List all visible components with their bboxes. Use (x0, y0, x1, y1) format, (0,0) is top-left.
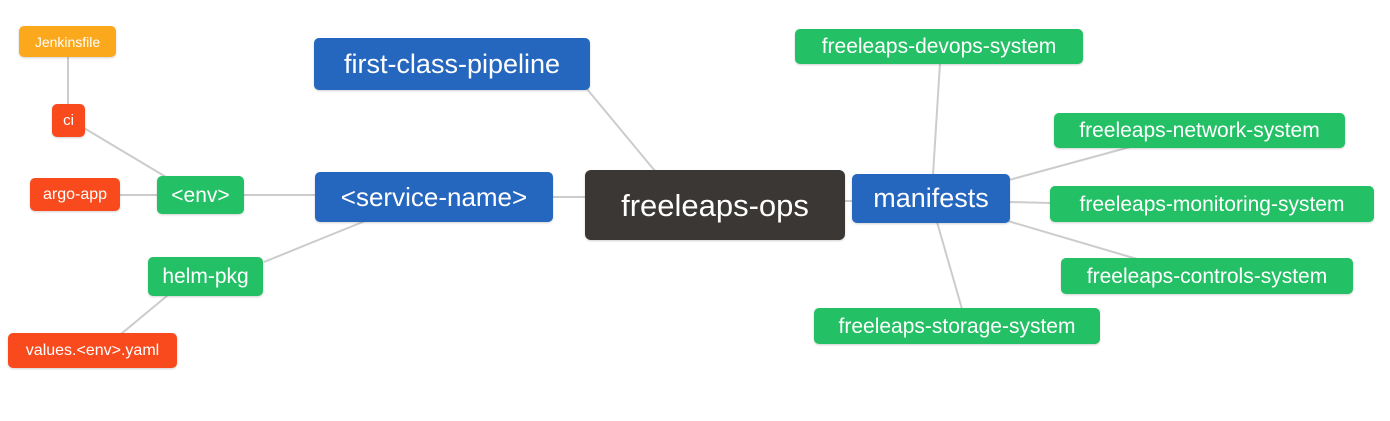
node-devops-system[interactable]: freeleaps-devops-system (795, 29, 1083, 64)
edge-helmpkg-values (120, 294, 169, 335)
node-jenkinsfile[interactable]: Jenkinsfile (19, 26, 116, 57)
edge-manifests-devops (932, 62, 941, 176)
node-service-name[interactable]: <service-name> (315, 172, 553, 222)
node-argo-app[interactable]: argo-app (30, 178, 120, 211)
node-freeleaps-ops[interactable]: freeleaps-ops (585, 170, 845, 240)
node-storage-system[interactable]: freeleaps-storage-system (814, 308, 1100, 344)
node-controls-system[interactable]: freeleaps-controls-system (1061, 258, 1353, 294)
node-ci[interactable]: ci (52, 104, 85, 137)
node-first-class-pipeline[interactable]: first-class-pipeline (314, 38, 590, 90)
node-values-env-yaml[interactable]: values.<env>.yaml (8, 333, 177, 368)
node-env[interactable]: <env> (157, 176, 244, 214)
edge-manifests-storage (936, 221, 963, 310)
edge-manifests-network (1008, 146, 1131, 181)
edge-manifests-monitoring (1008, 201, 1052, 204)
node-monitoring-system[interactable]: freeleaps-monitoring-system (1050, 186, 1374, 222)
node-network-system[interactable]: freeleaps-network-system (1054, 113, 1345, 148)
node-helm-pkg[interactable]: helm-pkg (148, 257, 263, 296)
edge-ci-env (83, 127, 167, 178)
edge-servicename-helmpkg (263, 220, 366, 263)
edge-manifests-controls (1007, 220, 1138, 260)
edge-pipeline-ops (586, 88, 656, 172)
node-manifests[interactable]: manifests (852, 174, 1010, 223)
